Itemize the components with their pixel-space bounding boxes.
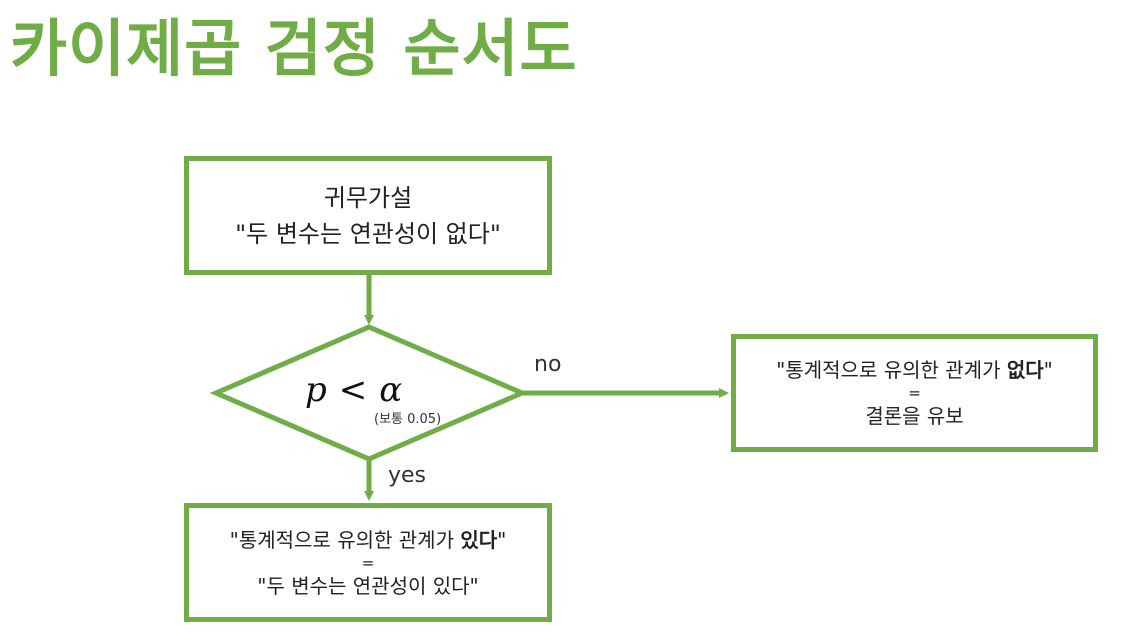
equals-sign: =: [908, 384, 921, 402]
alpha-note: (보통 0.05): [374, 412, 442, 427]
null-hypothesis-title: 귀무가설: [323, 183, 413, 212]
null-hypothesis-statement: "두 변수는 연관성이 없다": [235, 219, 501, 248]
significant-text: "통계적으로 유의한 관계가: [229, 527, 461, 552]
not-significant-box: "통계적으로 유의한 관계가 없다" = 결론을 유보: [731, 334, 1098, 452]
decision-formula: p < α: [305, 370, 402, 410]
no-branch-label: no: [534, 352, 562, 377]
not-significant-statement: "통계적으로 유의한 관계가 없다": [776, 356, 1053, 384]
not-significant-quote: ": [1043, 358, 1053, 382]
significant-box: "통계적으로 유의한 관계가 있다" = "두 변수는 연관성이 있다": [184, 503, 552, 622]
associated-conclusion-text: "두 변수는 연관성이 있다": [257, 573, 479, 598]
yes-branch-label: yes: [388, 463, 427, 488]
less-than-symbol: <: [338, 370, 368, 410]
p-symbol: p: [305, 370, 327, 410]
significant-emphasis: 있다: [460, 527, 498, 552]
equals-sign: =: [361, 553, 375, 572]
page-title: 카이제곱 검정 순서도: [10, 12, 578, 85]
reserve-conclusion-text: 결론을 유보: [865, 404, 964, 428]
significant-quote: ": [497, 527, 507, 552]
significant-statement: "통계적으로 유의한 관계가 있다": [230, 526, 507, 554]
not-significant-text: "통계적으로 유의한 관계가: [776, 358, 1007, 382]
alpha-symbol: α: [379, 370, 403, 410]
not-significant-emphasis: 없다: [1006, 358, 1044, 382]
null-hypothesis-box: 귀무가설 "두 변수는 연관성이 없다": [184, 156, 552, 275]
